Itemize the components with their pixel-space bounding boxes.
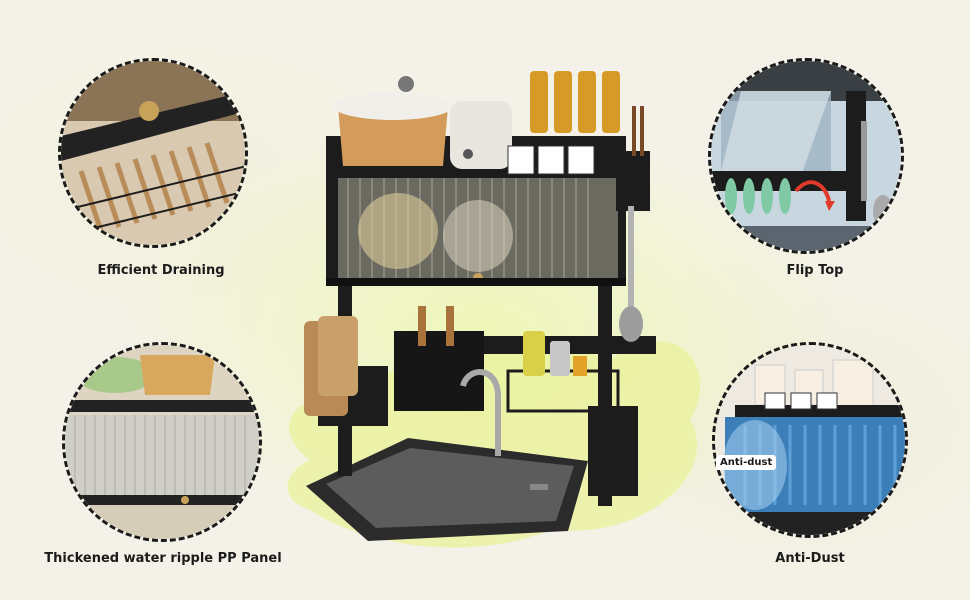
- anti-dust-tag: Anti-dust: [716, 455, 777, 470]
- anti-dust-label: Anti-Dust: [775, 551, 845, 566]
- ripple-panel-label: Thickened water ripple PP Panel: [44, 551, 282, 566]
- flip-top-image: [708, 58, 904, 254]
- anti-dust-image: [712, 342, 908, 538]
- dish-rack-product: [304, 71, 656, 541]
- ripple-panel-image: [62, 342, 262, 542]
- efficient-draining-label: Efficient Draining: [97, 263, 225, 278]
- sink-basin: [306, 438, 588, 541]
- efficient-draining-image: [58, 58, 248, 248]
- flip-top-label: Flip Top: [786, 263, 844, 278]
